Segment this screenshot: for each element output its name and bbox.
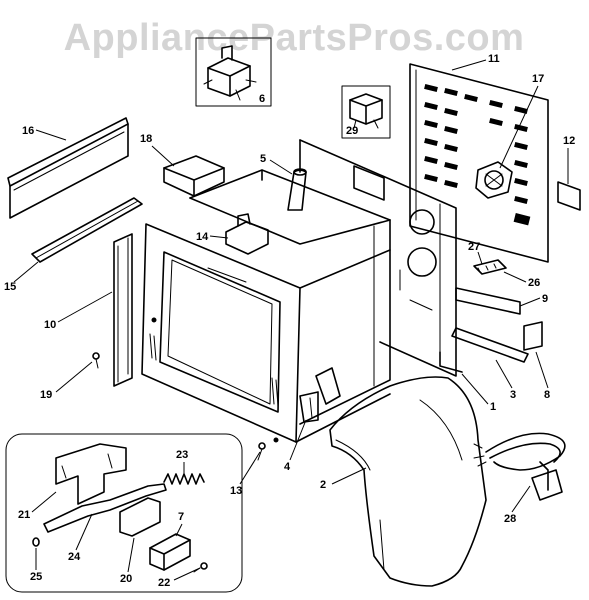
- part-16-top-trim: [7, 117, 129, 219]
- callout-19: 19: [40, 389, 52, 401]
- callout-1: 1: [490, 401, 496, 413]
- part-15-lower-trim: [31, 197, 143, 263]
- callout-16: 16: [22, 125, 34, 137]
- callout-5: 5: [260, 153, 266, 165]
- callout-13: 13: [230, 485, 242, 497]
- part-5-vent-tube: [287, 168, 307, 211]
- callout-8: 8: [544, 389, 550, 401]
- callout-10: 10: [44, 319, 56, 331]
- part-8-plate: [523, 321, 543, 351]
- callout-2: 2: [320, 479, 326, 491]
- callout-21: 21: [18, 509, 30, 521]
- callout-17: 17: [532, 73, 544, 85]
- callout-20: 20: [120, 573, 132, 585]
- callout-12: 12: [563, 135, 575, 147]
- latch-inset-box: [5, 433, 243, 593]
- watermark-text: AppliancePartsPros.com: [64, 17, 525, 59]
- part-2-insulation: [329, 376, 487, 587]
- callout-25: 25: [30, 571, 42, 583]
- callout-22: 22: [158, 577, 170, 589]
- callout-3: 3: [510, 389, 516, 401]
- part-14-receptacle: [225, 213, 269, 255]
- part-9-bracket: [455, 287, 521, 315]
- part-13-screw: [257, 442, 266, 461]
- callout-28: 28: [504, 513, 516, 525]
- side-cabinet-frame: [299, 139, 457, 377]
- callout-27: 27: [468, 241, 480, 253]
- callout-24: 24: [68, 551, 81, 563]
- part-1-side-edge: [439, 351, 463, 373]
- part-18-block: [163, 155, 225, 197]
- part-29-relay-box: [341, 85, 391, 139]
- callout-26: 26: [528, 277, 540, 289]
- part-19-screw: [92, 352, 100, 369]
- callout-14: 14: [196, 231, 209, 243]
- part-3-rail: [451, 327, 529, 363]
- callout-23: 23: [176, 449, 188, 461]
- part-10-side-trim: [113, 233, 133, 387]
- part-27-terminal-block: [473, 259, 507, 275]
- callout-4: 4: [284, 461, 291, 473]
- callout-11: 11: [488, 53, 500, 65]
- oven-cavity: [141, 169, 391, 443]
- callout-18: 18: [140, 133, 152, 145]
- callout-29: 29: [346, 125, 358, 137]
- callout-9: 9: [542, 293, 548, 305]
- callout-15: 15: [4, 281, 16, 293]
- callout-6: 6: [259, 93, 265, 105]
- part-11-rear-panel: [409, 63, 549, 263]
- part-4-hinge: [299, 367, 341, 423]
- callout-7: 7: [178, 511, 184, 523]
- part-17-fan-motor: [475, 161, 513, 199]
- part-28-power-cord: [473, 432, 566, 501]
- part-6-switch-box: [195, 37, 272, 107]
- part-12-cover-plate: [557, 181, 581, 211]
